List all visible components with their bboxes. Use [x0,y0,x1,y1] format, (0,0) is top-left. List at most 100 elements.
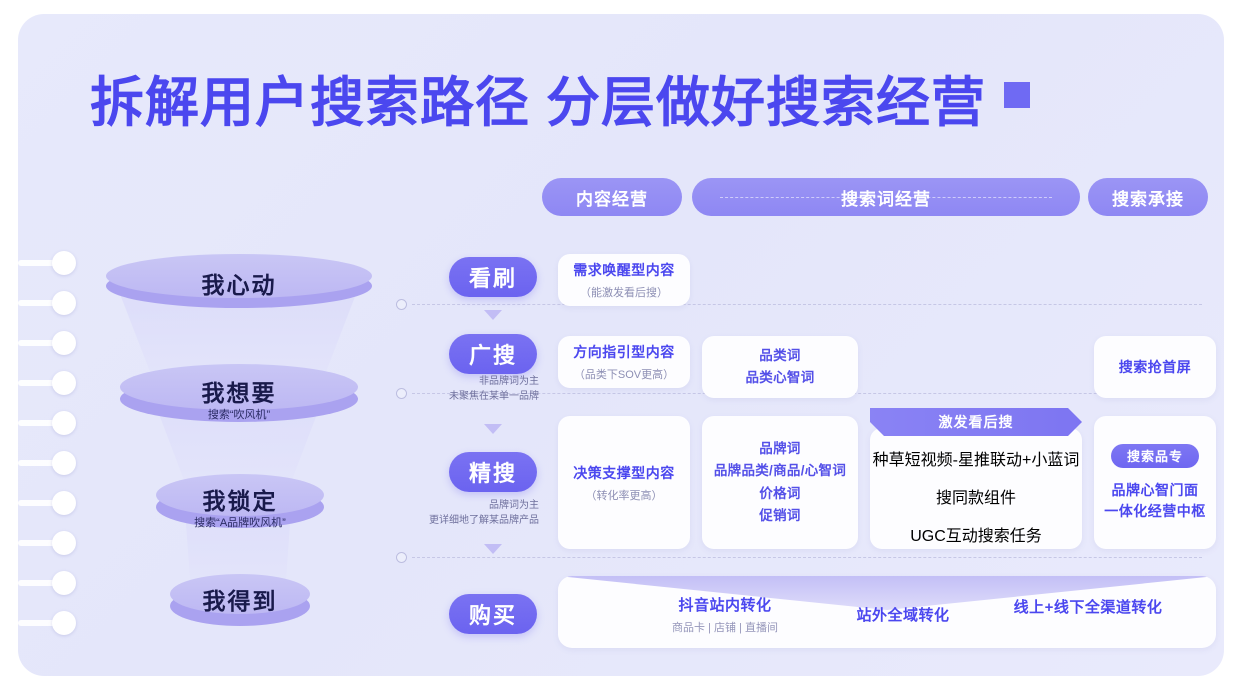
stage-badge-jingsou[interactable]: 精搜 [449,452,537,492]
content-card-sub: （转化率更高） [585,489,663,502]
stage-note-jingsou: 品牌词为主 更详细地了解某品牌产品 [374,498,539,528]
rail-pin-stem [18,340,62,346]
funnel-stage-2-label: 我想要 [201,380,277,406]
rail-pin-stem [18,580,62,586]
column-header-search-landing[interactable]: 搜索承接 [1088,178,1208,216]
rail-pin-knob [52,331,76,355]
content-card-guangsou[interactable]: 方向指引型内容 （品类下SOV更高） [558,336,690,388]
rail-pin [18,411,80,435]
landing-card-jingsou[interactable]: 搜索品专 品牌心智门面 一体化经营中枢 [1094,416,1216,549]
rail-pin-knob [52,371,76,395]
stage-note-guangsou: 非品牌词为主 未聚焦在某单一品牌 [384,374,539,404]
trigger-card-text: 种草短视频-星推联动+小蓝词 搜同款组件 UGC互动搜索任务 [873,432,1080,546]
rail-pin-knob [52,251,76,275]
landing-card-line-1: 品牌心智门面 [1111,481,1199,498]
rail-pin-knob [52,531,76,555]
content-card-title: 需求唤醒型内容 [573,262,675,278]
stage-arrow-2 [484,424,502,434]
funnel-stage-2: 我想要 搜索“吹风机” [120,364,358,422]
rail-pin-stem [18,500,62,506]
stage-badge-label: 看刷 [468,266,517,291]
rail-pin-knob [52,611,76,635]
keyword-card-line-3: 价格词 [759,485,801,501]
left-rail [18,250,90,650]
funnel-disc-top [120,364,358,410]
rail-pin-stem [18,420,62,426]
landing-card-guangsou[interactable]: 搜索抢首屏 [1094,336,1216,398]
rail-pin [18,291,80,315]
row-divider-dot-1 [396,299,407,310]
funnel-stage-1: 我心动 [106,254,372,308]
rail-pin-knob [52,571,76,595]
header-dash-left [720,197,870,198]
stage-badge-goumai[interactable]: 购买 [449,594,537,634]
rail-pin-knob [52,491,76,515]
conversion-bar[interactable]: 抖音站内转化 商品卡 | 店铺 | 直播间 站外全域转化 线上+线下全渠道转化 [558,576,1216,648]
column-header-label: 搜索承接 [1112,189,1184,209]
content-card-title: 决策支撑型内容 [573,464,675,481]
stage-arrow-1 [484,310,502,320]
rail-pin-stem [18,620,62,626]
rail-pin [18,251,80,275]
keyword-card-guangsou[interactable]: 品类词 品类心智词 [702,336,858,398]
funnel-stage-1-label: 我心动 [201,272,277,298]
rail-pin-knob [52,411,76,435]
rail-pin [18,491,80,515]
rail-pin-stem [18,260,62,266]
rail-pin-stem [18,540,62,546]
funnel-stage-3: 我锁定 搜索“A品牌吹风机” [156,474,324,529]
rail-pin-stem [18,460,62,466]
column-header-label: 内容经营 [576,189,648,209]
column-header-content-operation[interactable]: 内容经营 [542,178,682,216]
funnel-stage-3-label: 我锁定 [202,488,278,514]
conversion-item-omni-channel: 线上+线下全渠道转化 [978,596,1198,617]
funnel-stage-2-sub: 搜索“吹风机” [207,409,271,421]
stage-badge-label: 精搜 [468,461,517,486]
content-card-title: 方向指引型内容 [573,344,675,360]
main-panel: 拆解用户搜索路径 分层做好搜索经营 [18,14,1224,676]
funnel-stage-4-label: 我得到 [202,588,278,614]
funnel-disc-top [170,574,310,614]
stage-badge-kanshua[interactable]: 看刷 [449,257,537,297]
keyword-card-line-1: 品类词 [759,347,801,363]
keyword-card-line-4: 促销词 [759,507,801,523]
rail-pin [18,611,80,635]
column-header-search-keyword-operation[interactable]: 搜索词经营 [692,178,1080,216]
page-title: 拆解用户搜索路径 分层做好搜索经营 [90,76,1031,130]
trigger-card-banner: 激发看后搜 [870,408,1082,436]
content-card-jingsou[interactable]: 决策支撑型内容 （转化率更高） [558,416,690,549]
stage-badge-label: 广搜 [468,343,517,368]
content-card-kanshua[interactable]: 需求唤醒型内容 （能激发看后搜） [558,254,690,306]
trigger-card-banner-label: 激发看后搜 [938,414,1014,430]
keyword-card-line-2: 品类心智词 [745,370,815,385]
stage-badge-label: 购买 [468,603,517,628]
trigger-card-body: 种草短视频-星推联动+小蓝词 搜同款组件 UGC互动搜索任务 [870,428,1082,549]
landing-card-badge[interactable]: 搜索品专 [1110,443,1199,468]
trigger-card-line-1: 种草短视频-星推联动+小蓝词 [872,451,1080,469]
keyword-card-jingsou[interactable]: 品牌词 品牌品类/商品/心智词 价格词 促销词 [702,416,858,549]
rail-pin [18,451,80,475]
keyword-card-line-1: 品牌词 [759,440,801,456]
row-divider-dot-3 [396,552,407,563]
rail-pin [18,571,80,595]
row-divider-dot-2 [396,388,407,399]
funnel-disc-top [106,254,372,298]
conversion-item-title: 抖音站内转化 [678,597,772,614]
stage-badge-guangsou[interactable]: 广搜 [449,334,537,374]
row-divider-1 [412,304,1202,305]
conversion-item-sub: 商品卡 | 店铺 | 直播间 [672,622,778,634]
trigger-card[interactable]: 种草短视频-星推联动+小蓝词 搜同款组件 UGC互动搜索任务 激发看后搜 [870,408,1082,549]
conversion-item-off-site: 站外全域转化 [798,604,1008,625]
stage-arrow-3 [484,544,502,554]
conversion-item-in-app: 抖音站内转化 商品卡 | 店铺 | 直播间 [610,594,840,635]
rail-pin [18,331,80,355]
rail-pin [18,531,80,555]
rail-pin [18,371,80,395]
stage-note-line-2: 未聚焦在某单一品牌 [449,391,539,402]
funnel-disc-top [156,474,324,516]
column-header-label: 搜索词经营 [841,189,931,209]
stage-note-line-1: 品牌词为主 [489,500,539,511]
rail-pin-knob [52,451,76,475]
conversion-item-title: 线上+线下全渠道转化 [1013,599,1163,616]
funnel-stage-4: 我得到 [170,574,310,626]
